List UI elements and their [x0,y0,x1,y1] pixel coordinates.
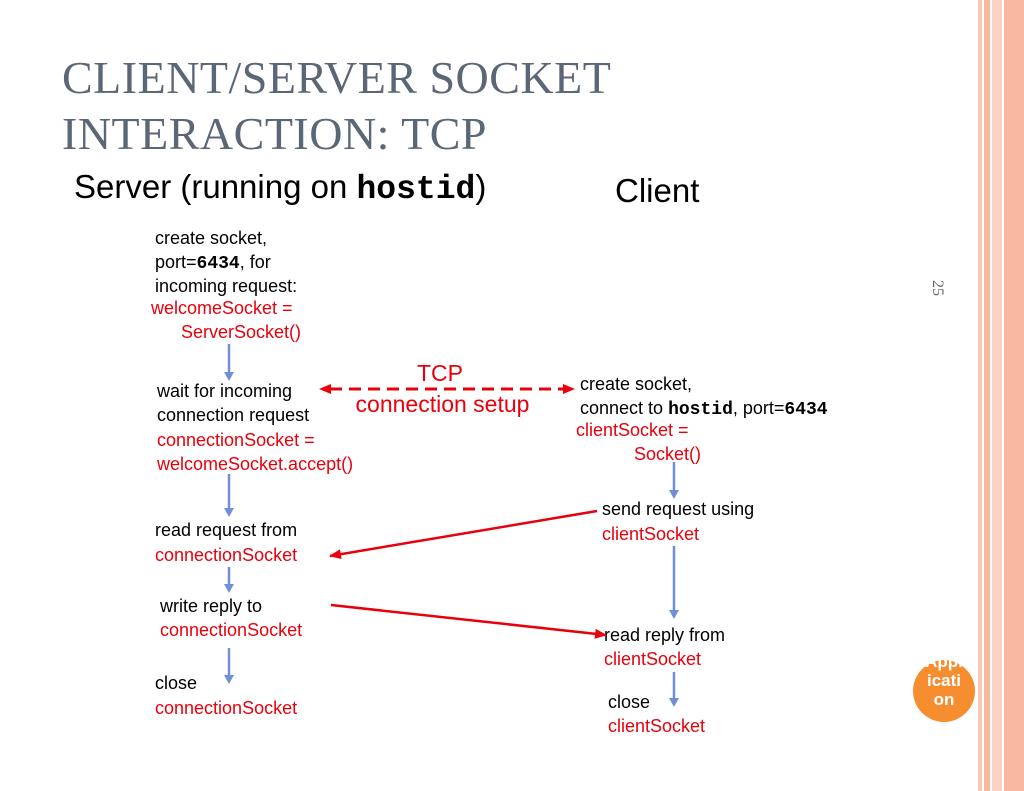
server-step1-code2: ServerSocket() [181,322,302,342]
client-step1-line2: connect to hostid, port=6434 [580,396,828,422]
client-step1-port-prefix: , port= [732,398,785,418]
server-step1-code1: welcomeSocket = [151,298,293,318]
server-step1-port-prefix: port= [155,252,197,272]
server-flow-arrowhead-4 [224,675,234,684]
server-flow-arrowhead-2 [224,508,234,517]
server-step1-port-suffix: , for [239,252,271,272]
application-layer-badge: Appl icati on [913,660,975,722]
client-flow-arrowhead-3 [669,698,679,707]
border-stripe-2 [984,0,990,791]
server-header-prefix: Server (running on [74,168,357,205]
server-step5-line1: close [155,673,198,693]
client-header: Client [615,172,700,209]
client-step2-line1: send request using [602,499,755,519]
client-step1-line1: create socket, [580,374,693,394]
server-step5-code1: connectionSocket [155,698,298,718]
server-step3-code1: connectionSocket [155,545,298,565]
client-step1-host: hostid [668,400,733,420]
tcp-setup-label-line1: TCP [417,360,463,386]
server-flow-arrowhead-3 [224,584,234,593]
server-step4-line1: write reply to [160,596,263,616]
client-step3-code1: clientSocket [604,649,702,669]
slide-title: CLIENT/SERVER SOCKET INTERACTION: TCP [62,52,612,159]
server-step3-line1: read request from [155,520,298,540]
client-step4-code1: clientSocket [608,716,706,736]
client-step1-port: 6434 [784,400,828,420]
server-flow-arrowhead-1 [224,372,234,381]
reply-message-arrow [330,603,607,639]
client-flow-arrowhead-1 [669,490,679,499]
border-stripe-4 [1004,0,1024,791]
client-step4-line1: close [608,692,651,712]
server-step1-line2: port=6434, for [155,250,271,276]
server-step2-code2: welcomeSocket.accept() [157,454,354,474]
server-step2-code1: connectionSocket = [157,430,315,450]
badge-text: Appl icati on [925,660,963,709]
client-step1-code1: clientSocket = [576,420,689,440]
server-step2-line2: connection request [157,405,310,425]
server-step2-line1: wait for incoming [157,381,293,401]
server-step1-line3: incoming request: [155,276,298,296]
server-step4-code1: connectionSocket [160,620,303,640]
client-step3-line1: read reply from [604,625,726,645]
server-step1-line1: create socket, [155,228,268,248]
client-step2-code1: clientSocket [602,524,700,544]
client-step1-code2: Socket() [634,444,702,464]
client-flow-arrowhead-2 [669,610,679,619]
request-message-arrow [329,509,598,560]
server-step1-port: 6434 [196,254,240,274]
server-header: Server (running on hostid) [74,168,486,208]
tcp-setup-label-line2: connection setup [355,391,530,417]
server-header-suffix: ) [475,168,487,205]
border-stripe-1 [978,0,982,791]
border-stripe-3 [992,0,1002,791]
client-step1-connect-prefix: connect to [580,398,669,418]
server-header-host: hostid [356,171,476,208]
